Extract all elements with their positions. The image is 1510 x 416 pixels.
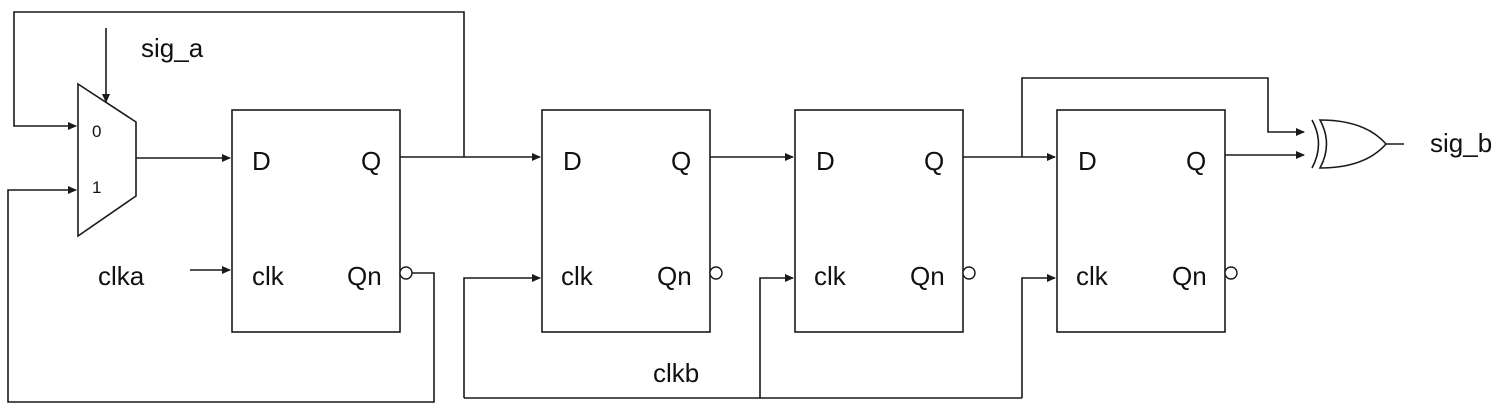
flipflop-1: [231, 109, 401, 333]
mux-input-1-label: 1: [92, 178, 101, 197]
ff1-q-label: Q: [361, 146, 381, 176]
flipflop-3: [794, 109, 964, 333]
ff4-qn-bubble: [1224, 266, 1238, 280]
ff1-qn-label: Qn: [347, 261, 382, 291]
clka-label: clka: [98, 261, 145, 291]
ff3-qn-bubble: [962, 266, 976, 280]
ff3-qn-label: Qn: [910, 261, 945, 291]
clkb-to-ff3-wire: [759, 274, 794, 398]
ff4-q-label: Q: [1186, 146, 1206, 176]
ff1-q-feedback-wire: [13, 11, 465, 157]
mux-input-0-label: 0: [92, 122, 101, 141]
ff2-qn-label: Qn: [657, 261, 692, 291]
ff4-d-label: D: [1078, 146, 1097, 176]
ff1-d-label: D: [252, 146, 271, 176]
ff4-qn-label: Qn: [1172, 261, 1207, 291]
ff2-qn-bubble: [709, 266, 723, 280]
sig-b-label: sig_b: [1430, 128, 1492, 158]
ff2-d-label: D: [563, 146, 582, 176]
clkb-label: clkb: [653, 358, 699, 388]
flipflop-4: [1056, 109, 1226, 333]
ff1-qn-feedback-wire: [7, 186, 435, 403]
ff2-clk-label: clk: [561, 261, 594, 291]
flipflop-2: [541, 109, 711, 333]
xor-gate: [1311, 119, 1388, 169]
ff3-q-label: Q: [924, 146, 944, 176]
ff2-q-label: Q: [671, 146, 691, 176]
ff4-clk-label: clk: [1076, 261, 1109, 291]
ff3-d-label: D: [816, 146, 835, 176]
ff1-clk-label: clk: [252, 261, 285, 291]
ff1-qn-bubble: [399, 266, 413, 280]
ff3-q-to-xor-wire: [1021, 77, 1305, 157]
ff3-clk-label: clk: [814, 261, 847, 291]
clkb-to-ff2-wire: [463, 274, 541, 398]
sig-a-label: sig_a: [141, 33, 204, 63]
mux-shape: [77, 82, 137, 238]
clkb-to-ff4-wire: [1021, 274, 1056, 398]
